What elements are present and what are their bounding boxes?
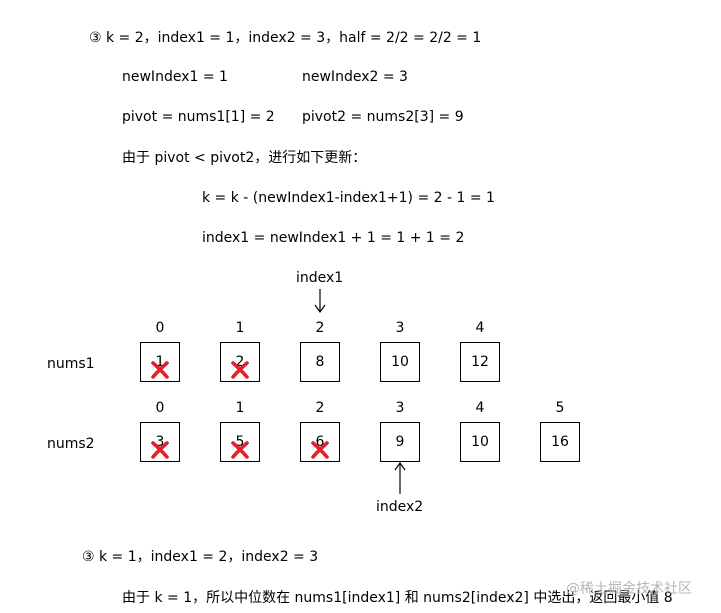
nums2-cell: 10	[460, 422, 500, 462]
nums1-cell-value: 2	[235, 354, 245, 370]
comparison-text: 由于 pivot < pivot2，进行如下更新：	[122, 150, 367, 166]
nums2-cell-value: 16	[551, 434, 569, 450]
nums2-cell: 3	[140, 422, 180, 462]
nums2-index-label: 5	[555, 400, 565, 416]
pivot2-text: pivot2 = nums2[3] = 9	[302, 109, 464, 125]
nums2-index-label: 0	[155, 400, 165, 416]
nums1-cell-value: 12	[471, 354, 489, 370]
index1-down-arrow-icon	[314, 289, 326, 314]
cross-mark-icon	[310, 440, 330, 460]
nums1-index-label: 1	[235, 320, 245, 336]
index1-pointer-label: index1	[296, 270, 344, 286]
watermark: @稀土掘金技术社区	[566, 581, 692, 597]
nums2-cell: 6	[300, 422, 340, 462]
nums2-cell-value: 10	[471, 434, 489, 450]
nums2-index-label: 3	[395, 400, 405, 416]
cross-mark-icon	[150, 360, 170, 380]
cross-mark-icon	[150, 440, 170, 460]
index1-update-text: index1 = newIndex1 + 1 = 1 + 1 = 2	[202, 230, 465, 246]
step4-header: ③ k = 1，index1 = 2，index2 = 3	[82, 549, 319, 565]
index2-pointer-label: index2	[376, 499, 424, 515]
nums2-cell: 5	[220, 422, 260, 462]
pivot1-text: pivot = nums1[1] = 2	[122, 109, 275, 125]
step3-header: ③ k = 2，index1 = 1，index2 = 3，half = 2/2…	[89, 30, 482, 46]
nums1-index-label: 4	[475, 320, 485, 336]
nums1-cell: 2	[220, 342, 260, 382]
nums2-index-label: 4	[475, 400, 485, 416]
nums1-cell-value: 10	[391, 354, 409, 370]
nums1-cell: 1	[140, 342, 180, 382]
nums2-cell: 9	[380, 422, 420, 462]
nums1-cell: 12	[460, 342, 500, 382]
index2-up-arrow-icon	[394, 462, 406, 494]
new-index2-text: newIndex2 = 3	[302, 69, 408, 85]
nums1-cell-value: 1	[155, 354, 165, 370]
k-update-text: k = k - (newIndex1-index1+1) = 2 - 1 = 1	[202, 190, 495, 206]
nums1-index-label: 2	[315, 320, 325, 336]
new-index1-text: newIndex1 = 1	[122, 69, 228, 85]
nums2-cell-value: 6	[315, 434, 325, 450]
nums2-label: nums2	[47, 436, 95, 452]
nums2-index-label: 1	[235, 400, 245, 416]
nums1-cell: 10	[380, 342, 420, 382]
nums1-index-label: 3	[395, 320, 405, 336]
nums1-cell: 8	[300, 342, 340, 382]
nums1-label: nums1	[47, 356, 95, 372]
conclusion-text: 由于 k = 1，所以中位数在 nums1[index1] 和 nums2[in…	[122, 590, 673, 606]
nums1-cell-value: 8	[315, 354, 325, 370]
cross-mark-icon	[230, 360, 250, 380]
nums2-cell-value: 3	[155, 434, 165, 450]
nums2-cell-value: 5	[235, 434, 245, 450]
cross-mark-icon	[230, 440, 250, 460]
nums2-cell-value: 9	[395, 434, 405, 450]
nums1-index-label: 0	[155, 320, 165, 336]
nums2-index-label: 2	[315, 400, 325, 416]
nums2-cell: 16	[540, 422, 580, 462]
